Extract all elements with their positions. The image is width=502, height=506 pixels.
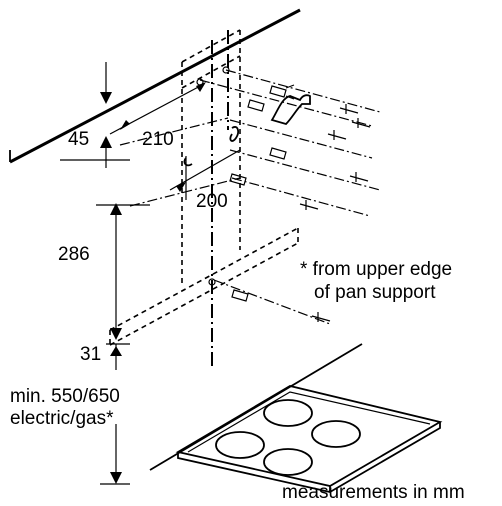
pan-support-note-line2: of pan support: [314, 282, 436, 303]
chimney-outline: [181, 29, 241, 285]
pan-support-note-line1: * from upper edge: [300, 259, 452, 280]
hob: [149, 343, 443, 494]
label-min-line2: electric/gas*: [10, 408, 114, 429]
screw-axes: [119, 69, 381, 325]
hob-burner-front-left: [263, 448, 313, 476]
label-45: 45: [68, 129, 89, 150]
dim-45: [60, 62, 130, 168]
dim-200: [169, 149, 241, 200]
label-286: 286: [58, 244, 90, 265]
dim-min: [100, 424, 130, 485]
units-note: measurements in mm: [282, 482, 465, 503]
label-31: 31: [80, 344, 101, 365]
screws: [183, 66, 371, 322]
hob-burner-front-right: [311, 420, 361, 448]
hob-burner-back-left: [215, 431, 265, 459]
ceiling: [9, 8, 301, 164]
label-210: 210: [142, 129, 174, 150]
label-min-line1: min. 550/650: [10, 386, 120, 407]
hob-burner-back-right: [263, 399, 313, 427]
dim-286: [96, 203, 150, 340]
label-200: 200: [196, 191, 228, 212]
hood-body-outline: [109, 227, 299, 346]
dim-210: [109, 82, 206, 135]
dim-31: [106, 343, 130, 370]
